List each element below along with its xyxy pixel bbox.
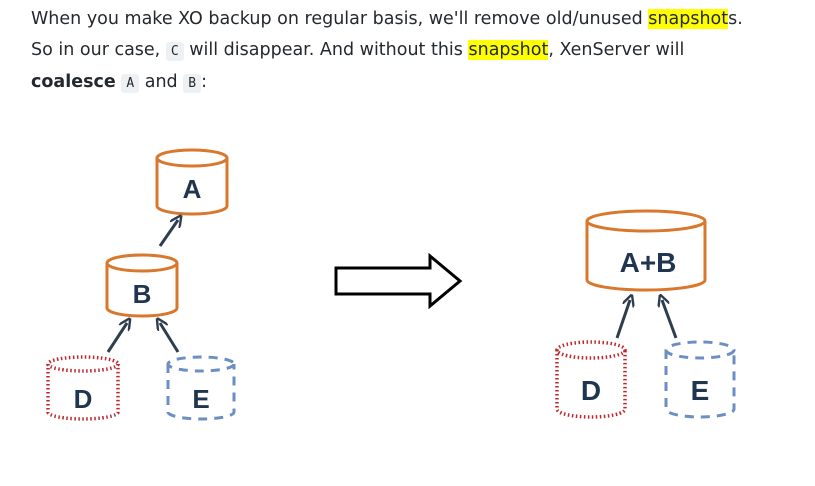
paragraph-line-2: So in our case, C will disappear. And wi… <box>31 35 801 67</box>
disk-e-top <box>166 355 236 373</box>
disk-d: D <box>46 355 120 421</box>
arrow-e-to-b <box>160 323 180 353</box>
line3-colon: : <box>201 72 207 92</box>
bold-coalesce: coalesce <box>31 72 116 92</box>
disk-a: A <box>155 148 229 216</box>
disk-ab-body <box>585 221 707 292</box>
paragraph-line-3: coalesce A and B: <box>31 67 801 99</box>
disk-e: E <box>166 355 236 421</box>
line1-suffix: s. <box>728 9 743 29</box>
disk-a-body <box>155 158 229 216</box>
arrow-b-to-a <box>158 220 178 247</box>
disk-d-top <box>46 355 120 373</box>
line2-middle: will disappear. And without this <box>183 40 469 60</box>
line2-text: So in our case, <box>31 40 166 60</box>
disk-a-label: A <box>183 174 202 204</box>
right-arrow-icon <box>334 252 463 310</box>
inline-code-b: B <box>183 74 202 93</box>
disk-ab-label: A+B <box>620 247 677 278</box>
inline-code-c: C <box>165 42 184 61</box>
disk-d-after-body <box>555 350 627 419</box>
disk-b-top <box>105 253 179 273</box>
disk-a-plus-b: A+B <box>585 209 707 292</box>
disk-b: B <box>105 253 179 318</box>
disk-e-label: E <box>192 384 209 414</box>
disk-d-body <box>46 364 120 421</box>
arrow-e-to-ab <box>662 300 678 339</box>
line1-text: When you make XO backup on regular basis… <box>31 9 649 29</box>
disk-d-label: D <box>74 384 93 414</box>
inline-code-a: A <box>121 74 140 93</box>
disk-ab-top <box>585 209 707 233</box>
disk-d-after: D <box>555 340 627 419</box>
disk-d-after-top <box>555 340 627 360</box>
disk-d-after-label: D <box>581 375 601 406</box>
highlight-snapshot: snapshot <box>468 40 549 60</box>
disk-e-after-body <box>664 350 736 419</box>
disk-b-body <box>105 263 179 318</box>
disk-e-after-top <box>664 340 736 360</box>
line3-and: and <box>144 72 178 92</box>
arrow-d-to-ab <box>615 300 630 339</box>
line2-suffix: , XenServer will <box>548 40 685 60</box>
arrow-d-to-b <box>106 323 127 353</box>
disk-b-label: B <box>133 279 152 309</box>
disk-a-top <box>155 148 229 168</box>
disk-e-after-label: E <box>691 375 710 406</box>
disk-e-body <box>166 364 236 421</box>
highlight-snapshot: snapshot <box>648 9 729 29</box>
explanation-paragraph: When you make XO backup on regular basis… <box>31 4 801 99</box>
paragraph-line-1: When you make XO backup on regular basis… <box>31 4 801 35</box>
disk-e-after: E <box>664 340 736 419</box>
